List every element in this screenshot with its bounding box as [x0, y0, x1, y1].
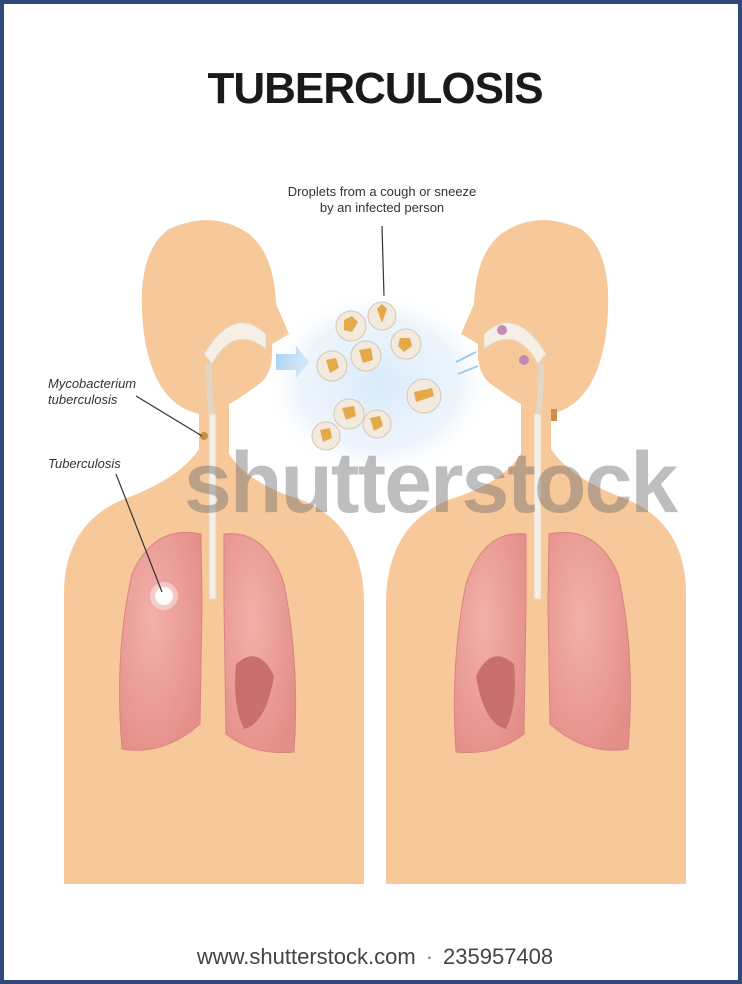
droplets-leader-line: [382, 226, 384, 296]
diagram-illustration: [4, 4, 742, 984]
footer-separator: ·: [426, 944, 433, 969]
mycobacterium-label-line1: Mycobacterium: [48, 376, 158, 392]
droplets-label-line1: Droplets from a cough or sneeze: [272, 184, 492, 200]
footer-site: www.shutterstock.com: [197, 944, 416, 969]
diagram-title: TUBERCULOSIS: [4, 64, 742, 114]
footer-image-number: 235957408: [443, 944, 553, 969]
droplets-label: Droplets from a cough or sneeze by an in…: [272, 184, 492, 216]
footer-credit: www.shutterstock.com · 235957408: [4, 944, 742, 970]
mycobacterium-label: Mycobacterium tuberculosis: [48, 376, 158, 408]
droplets-label-line2: by an infected person: [272, 200, 492, 216]
mycobacterium-label-line2: tuberculosis: [48, 392, 158, 408]
tuberculosis-label: Tuberculosis: [48, 456, 158, 472]
droplet-cloud: [264, 289, 494, 479]
